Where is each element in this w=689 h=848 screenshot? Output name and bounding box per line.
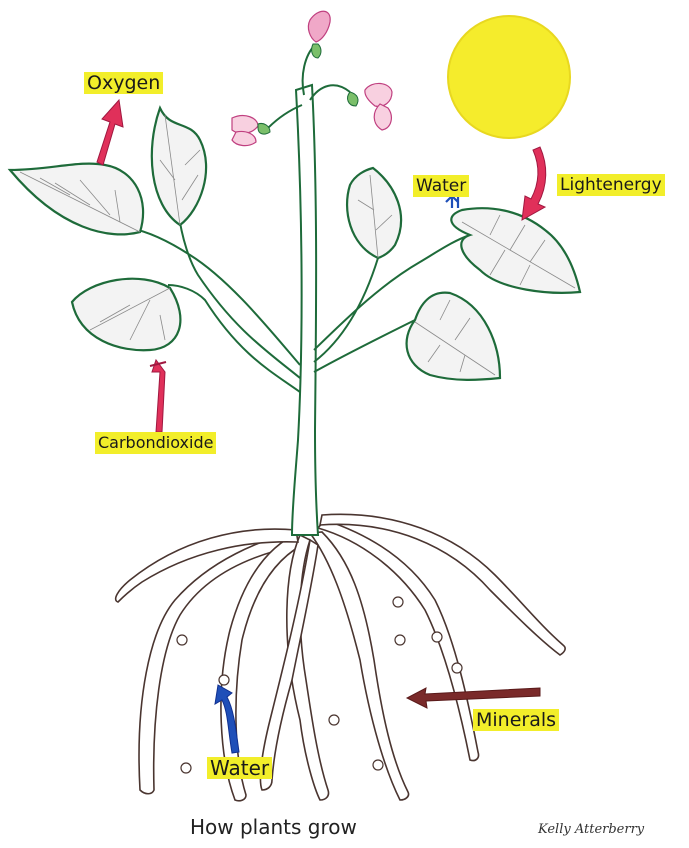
stem <box>130 45 470 535</box>
roots <box>116 514 565 800</box>
label-water-top: Water <box>413 175 469 197</box>
minerals-arrow <box>407 688 540 708</box>
label-oxygen: Oxygen <box>84 72 163 94</box>
water-top-arrow <box>446 196 458 208</box>
leaf-upper-middle-left <box>152 108 206 225</box>
label-light-energy: Lightenergy <box>557 174 665 196</box>
light-energy-arrow <box>522 147 546 220</box>
label-minerals: Minerals <box>473 709 559 731</box>
leaf-right-upper-small <box>347 168 401 258</box>
leaf-lower-left <box>72 279 180 351</box>
leaf-right-lower <box>407 293 500 380</box>
diagram-title: How plants grow <box>190 815 357 839</box>
leaf-top-left <box>10 164 143 235</box>
leaf-right-large <box>451 208 580 293</box>
label-carbon-dioxide: Carbondioxide <box>95 432 216 454</box>
artist-signature: Kelly Atterberry <box>538 822 644 837</box>
carbon-dioxide-arrow <box>150 360 166 432</box>
oxygen-arrow <box>97 100 123 165</box>
label-water-bottom: Water <box>207 757 272 779</box>
sun <box>448 16 570 138</box>
